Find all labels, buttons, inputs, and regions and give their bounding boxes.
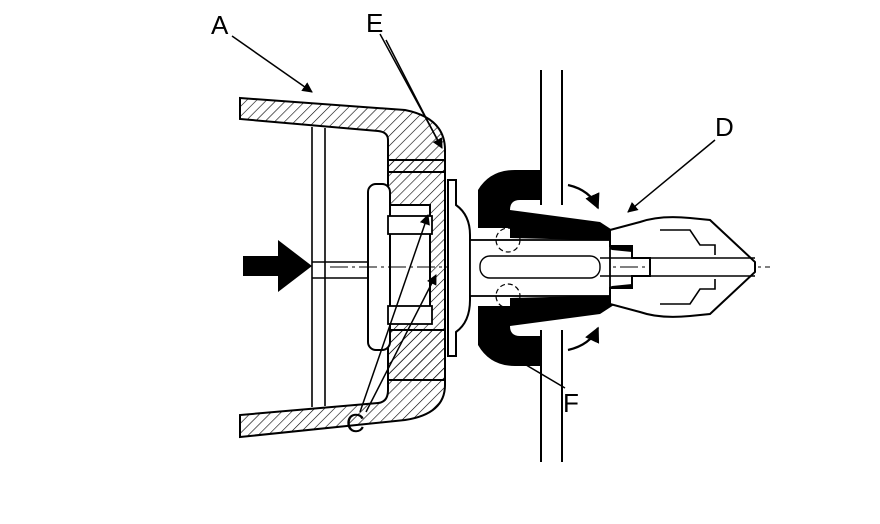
push-arrow-icon — [243, 240, 312, 292]
clip-body — [469, 170, 632, 366]
label-a: A — [211, 10, 229, 40]
clip-tip-detail — [600, 229, 755, 305]
retainer-e — [447, 179, 471, 357]
panel-sheet — [540, 70, 563, 462]
label-c: C — [346, 408, 365, 438]
label-e: E — [366, 8, 383, 38]
rotation-arc-icons — [567, 183, 600, 352]
leader-lines — [231, 33, 716, 413]
label-f: F — [563, 388, 579, 418]
label-d: D — [715, 112, 734, 142]
